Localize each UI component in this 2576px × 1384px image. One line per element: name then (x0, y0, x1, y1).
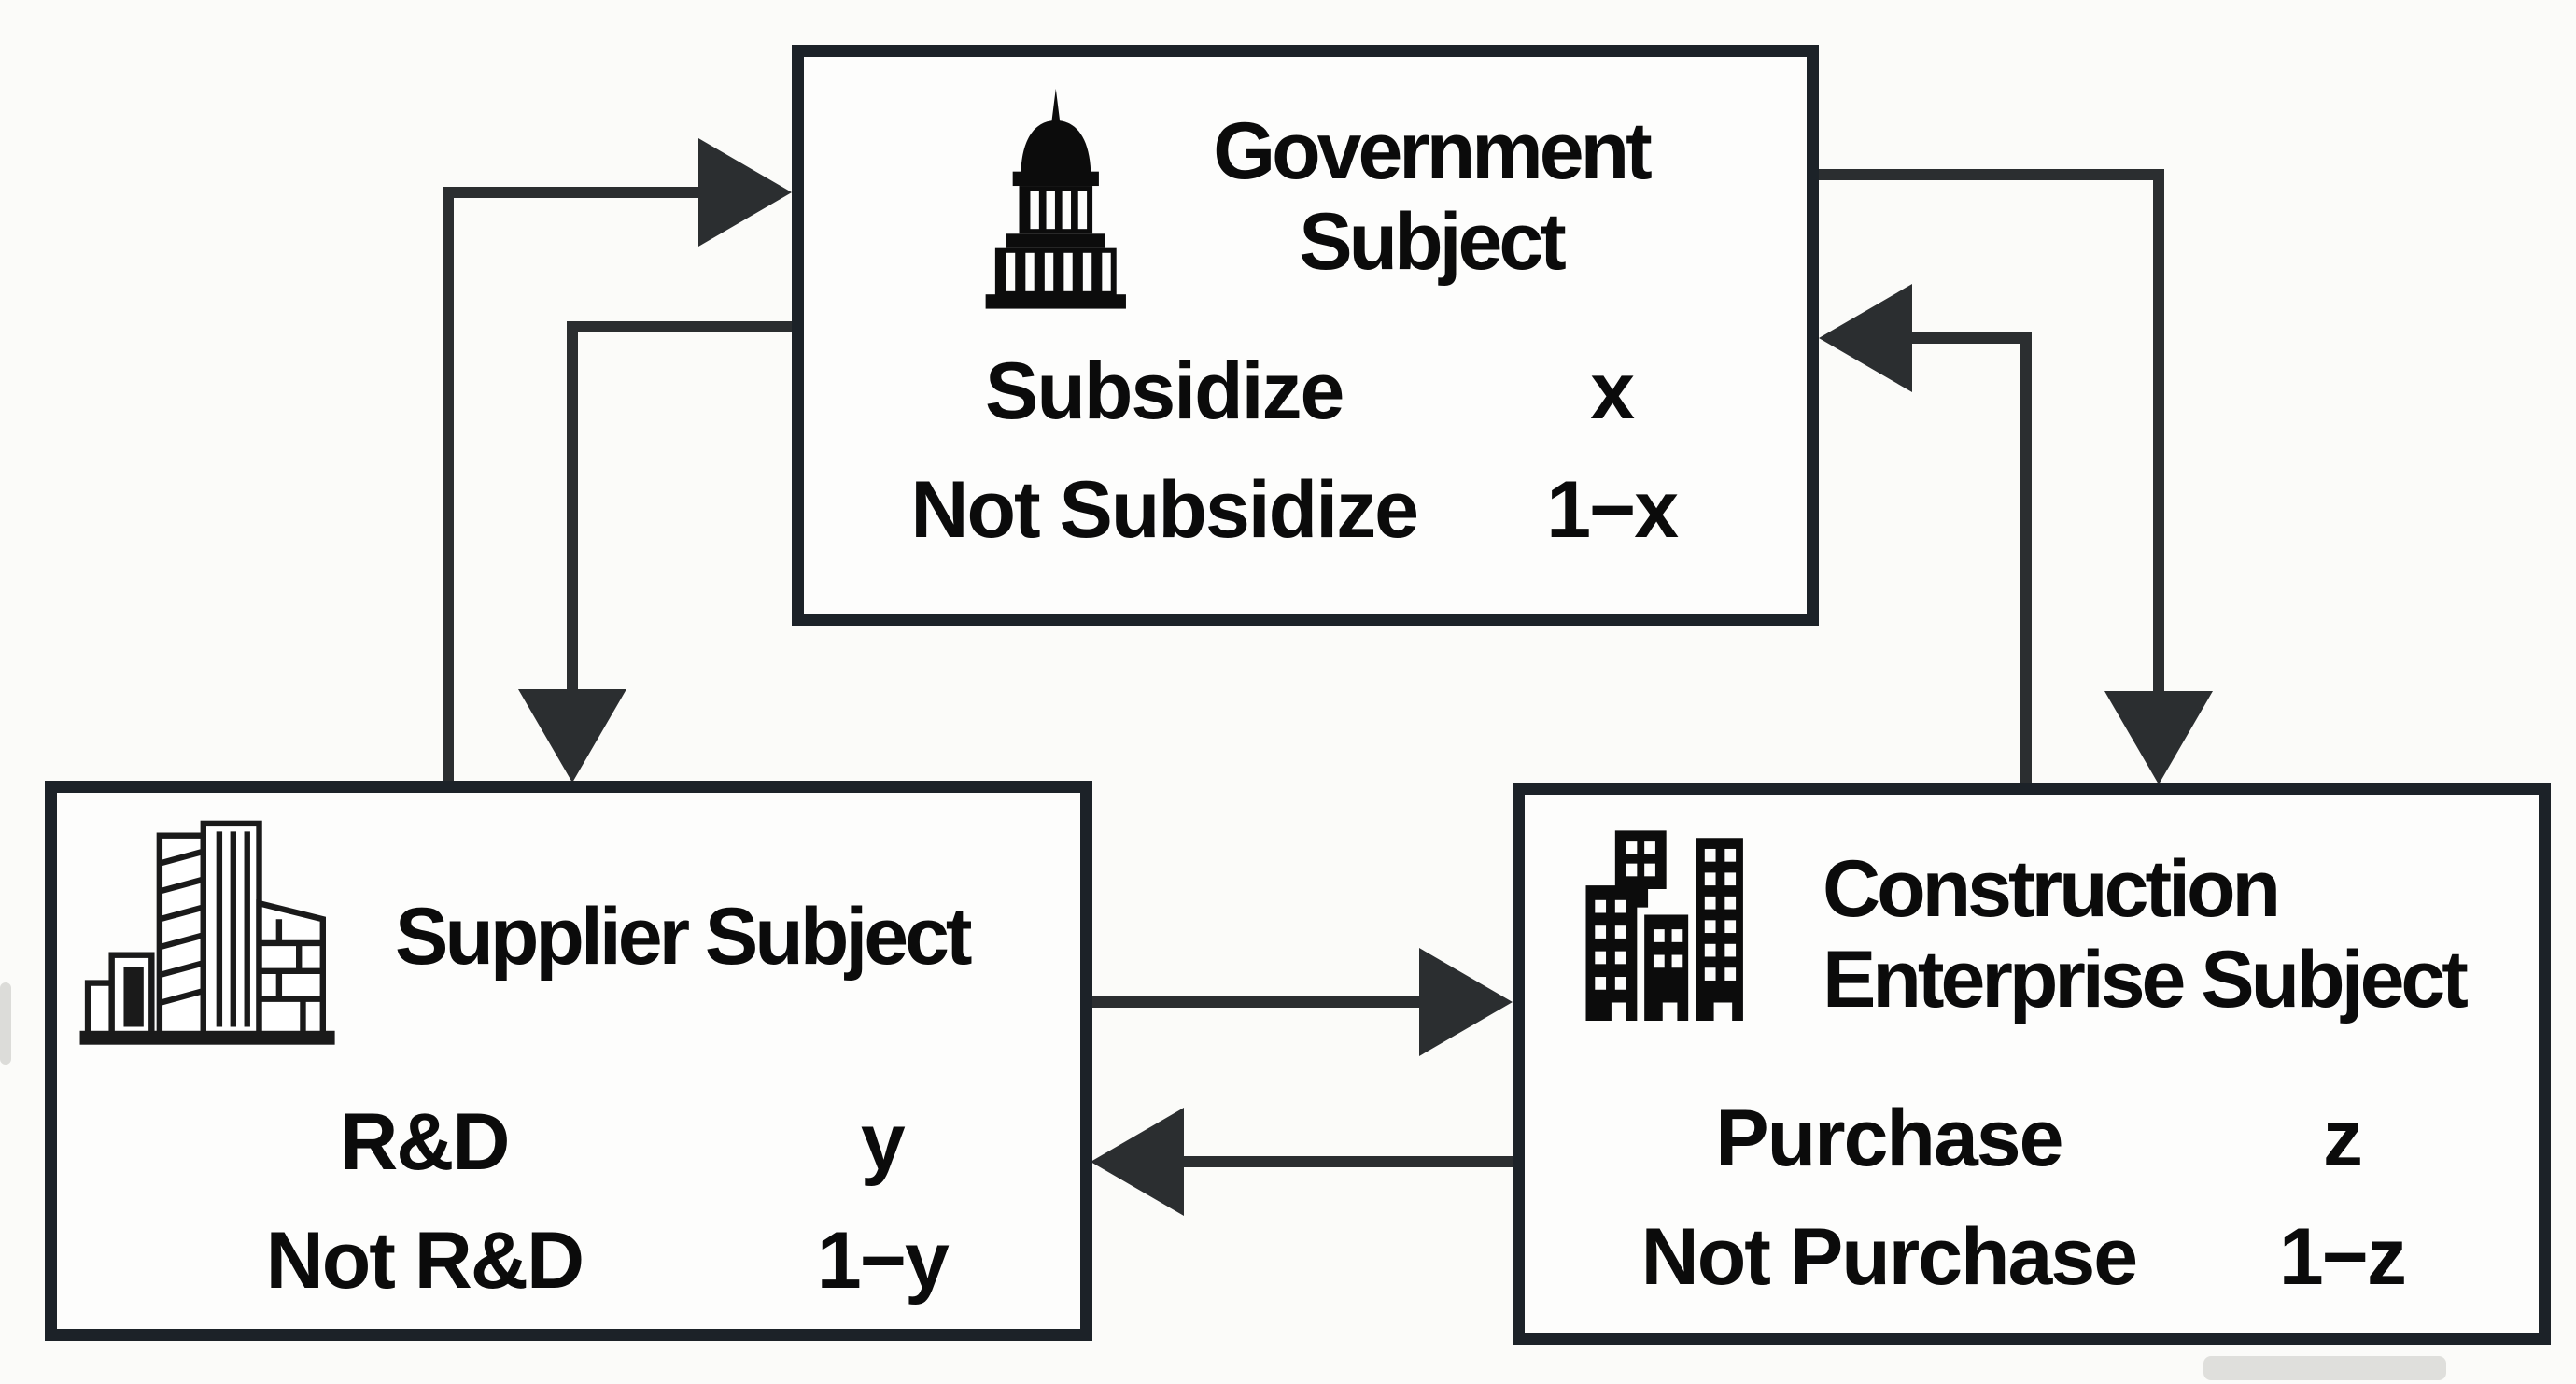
strategy-row: Not Purchase 1−z (1571, 1207, 2478, 1307)
strategy-probability: x (1590, 346, 1635, 436)
strategy-label: Purchase (1715, 1094, 2063, 1183)
city-buildings-icon (1585, 830, 1743, 1022)
arrow-government-to-supplier-vertical (567, 321, 578, 689)
government-box: Government Subject Subsidize x Not Subsi… (792, 45, 1819, 626)
strategy-row: R&D y (104, 1093, 1020, 1193)
strategy-label: R&D (340, 1097, 510, 1187)
scan-artifact (0, 982, 11, 1065)
strategy-row: Not R&D 1−y (104, 1211, 1020, 1311)
construction-title: Construction Enterprise Subject (1823, 843, 2469, 1025)
arrowhead-into-government-right-icon (1819, 284, 1912, 392)
strategy-probability: y (860, 1097, 906, 1187)
strategy-row: Subsidize x (851, 342, 1746, 442)
arrowhead-into-supplier-right-icon (1091, 1108, 1184, 1216)
arrowhead-into-construction-left-icon (1419, 948, 1513, 1056)
strategy-row: Not Subsidize 1−x (851, 460, 1746, 560)
arrow-construction-to-supplier (1184, 1156, 1514, 1167)
construction-header: Construction Enterprise Subject (1564, 823, 2539, 1047)
strategy-label: Not Subsidize (910, 464, 1419, 555)
government-title-line2: Subject (1299, 197, 1567, 287)
arrow-government-to-construction-vertical (2153, 169, 2164, 691)
arrow-construction-to-government-vertical (2020, 332, 2032, 783)
strategy-probability: 1−y (816, 1215, 950, 1306)
strategy-label: Not Purchase (1640, 1211, 2138, 1302)
construction-title-line1: Construction (1823, 843, 2281, 934)
strategy-probability: 1−z (2278, 1211, 2407, 1302)
arrow-supplier-to-government-vertical (443, 187, 454, 781)
industrial-buildings-icon (79, 820, 335, 1045)
supplier-header: Supplier Subject (72, 804, 1080, 1070)
strategy-label: Not R&D (265, 1215, 584, 1306)
arrow-supplier-to-construction (1091, 996, 1421, 1008)
supplier-strategy-rows: R&D y Not R&D 1−y (57, 1093, 1080, 1310)
supplier-box: Supplier Subject R&D y Not R&D 1−y (45, 781, 1092, 1341)
supplier-title: Supplier Subject (395, 891, 973, 982)
strategy-label: Subsidize (984, 346, 1344, 436)
government-strategy-rows: Subsidize x Not Subsidize 1−x (804, 342, 1807, 559)
construction-box: Construction Enterprise Subject Purchase… (1513, 783, 2551, 1345)
arrowhead-into-supplier-top-icon (518, 689, 626, 783)
government-title: Government Subject (1213, 106, 1653, 288)
scan-artifact (2203, 1356, 2446, 1380)
arrow-construction-to-government-horizontal (1910, 332, 2032, 344)
strategy-row: Purchase z (1571, 1089, 2478, 1189)
government-title-line1: Government (1213, 106, 1653, 196)
supplier-title-line1: Supplier Subject (395, 891, 973, 982)
construction-strategy-rows: Purchase z Not Purchase 1−z (1525, 1089, 2539, 1306)
arrow-supplier-to-government-horizontal (443, 187, 698, 198)
arrowhead-into-government-left-icon (698, 138, 792, 247)
construction-title-line2: Enterprise Subject (1823, 935, 2469, 1024)
government-header: Government Subject (804, 80, 1807, 314)
arrow-government-to-construction-horizontal (1811, 169, 2164, 180)
strategy-probability: z (2322, 1094, 2363, 1183)
capitol-building-icon (985, 88, 1127, 309)
strategy-probability: 1−x (1546, 464, 1679, 555)
arrowhead-into-construction-top-icon (2104, 691, 2213, 784)
arrow-government-to-supplier-horizontal (567, 321, 804, 332)
